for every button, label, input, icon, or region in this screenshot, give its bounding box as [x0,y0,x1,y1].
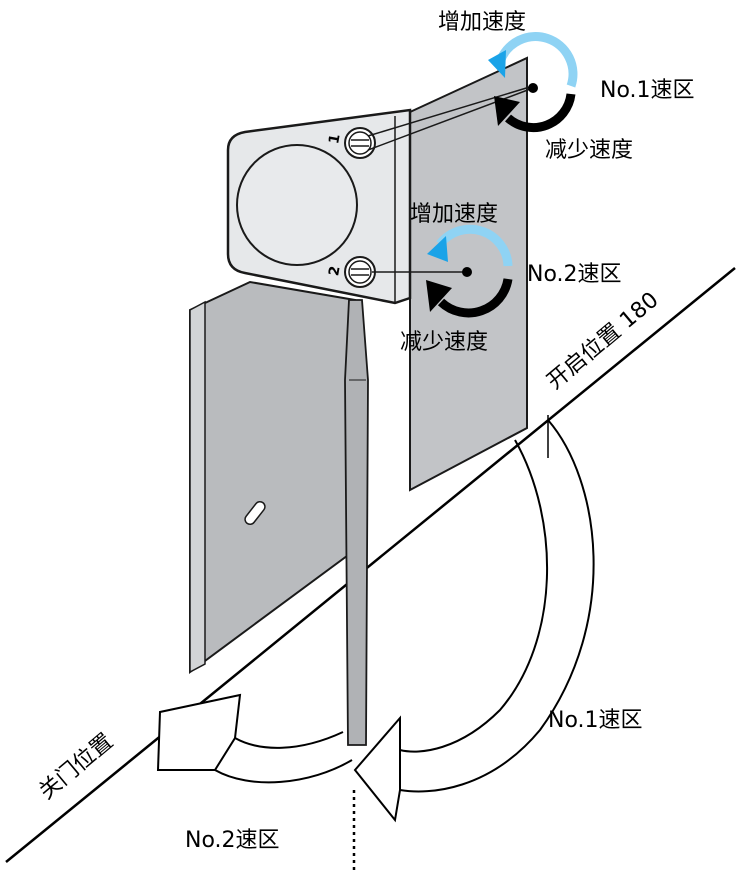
leader-line-1 [367,85,534,137]
door-edge [189,300,206,674]
knob2-decrease-label: 减少速度 [400,330,489,355]
leader-line-1b [367,87,534,151]
zone1-arc [399,419,595,793]
zone1-arrowhead [353,715,401,823]
decrease-arrow-1 [505,93,576,133]
door-leaf [189,280,356,674]
increase-arrowhead-2 [427,236,448,262]
floor-line [5,267,736,863]
zone2-arc-inner [234,731,344,749]
knob2-increase-label: 增加速度 [410,202,499,227]
knob1-decrease-label: 减少速度 [545,138,634,163]
zone1-arc-inner [399,439,549,753]
valve-2-inner [348,260,372,284]
floor-zone1-label: No.1速区 [548,708,643,733]
adjust-dial-2-center [462,267,472,277]
closer-cover-disc [236,144,358,266]
decrease-arrowhead-1 [494,96,520,126]
adjust-dial-1-center [528,83,538,93]
knob1-zone-label: No.1速区 [600,78,695,103]
knob1-increase-label: 增加速度 [438,10,527,35]
zone2-arc [214,759,353,784]
pivot-arm [344,299,369,746]
door-handle [244,500,266,526]
decrease-arrowhead-2 [426,280,452,312]
knob2-zone-label: No.2速区 [527,262,622,287]
decrease-arrow-2 [437,278,513,318]
increase-arrow-1 [495,32,578,88]
increase-arrowhead-1 [488,50,506,78]
floor-zone2-label: No.2速区 [185,828,280,853]
zone2-arrowhead [156,693,242,771]
valve-1-inner [348,131,372,155]
increase-arrow-2 [436,224,513,267]
